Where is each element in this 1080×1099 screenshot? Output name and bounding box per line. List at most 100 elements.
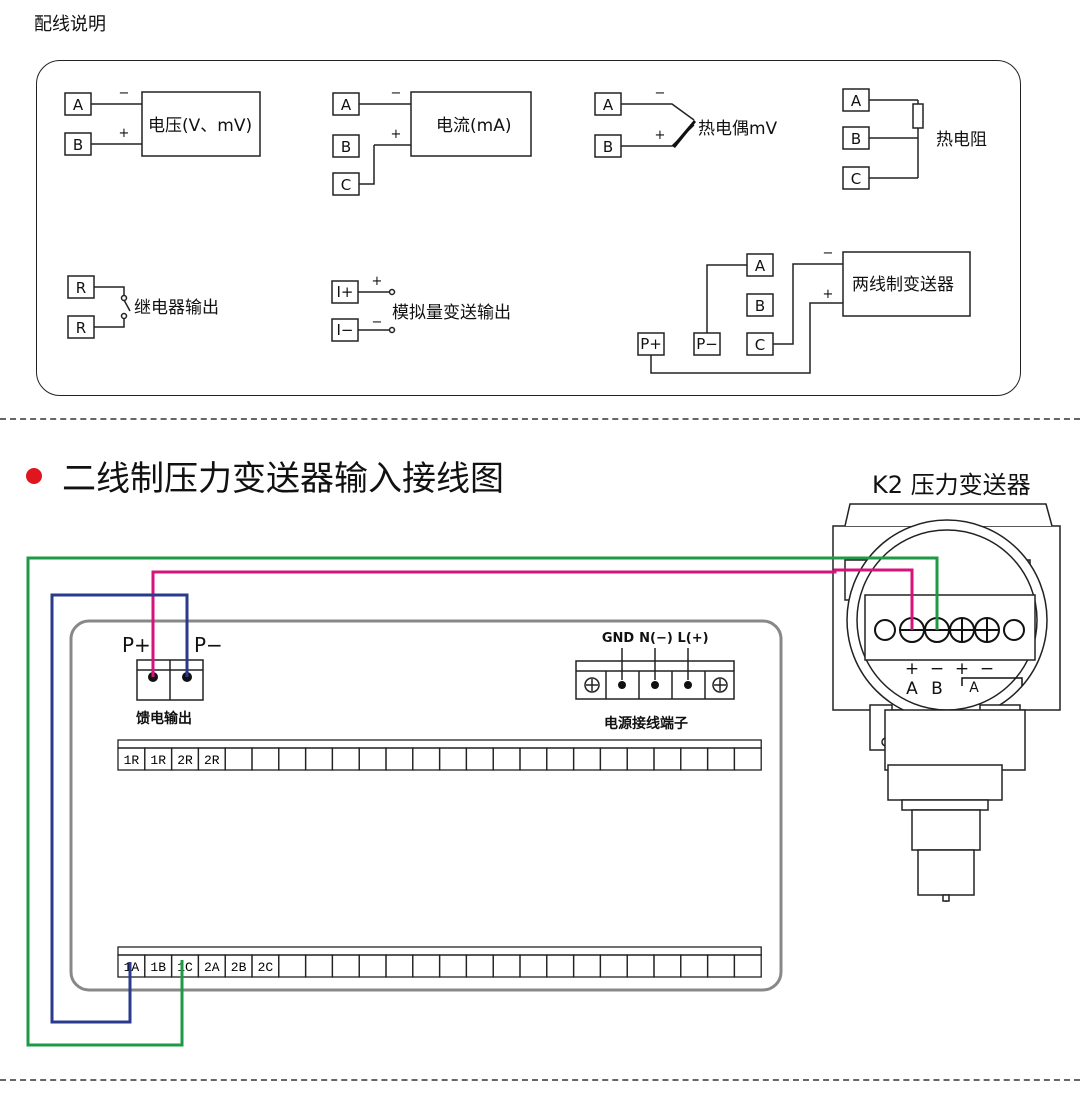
top-terminal-cell bbox=[546, 747, 575, 771]
legend-panel bbox=[36, 60, 1021, 396]
n-label: N(−) bbox=[639, 631, 673, 646]
tc-plus: + bbox=[655, 128, 666, 143]
top-terminal-cell bbox=[224, 747, 253, 771]
rtd-c-label: C bbox=[851, 170, 861, 188]
bottom-terminal-cell bbox=[733, 954, 762, 978]
power-caption: 电源接线端子 bbox=[604, 715, 688, 732]
tw-c-label: C bbox=[755, 336, 765, 354]
voltage-b-label: B bbox=[73, 136, 83, 154]
current-minus: − bbox=[391, 86, 402, 101]
top-terminal-label: 1R bbox=[124, 753, 140, 768]
voltage-label: 电压(V、mV) bbox=[148, 116, 252, 136]
top-terminal-cell bbox=[438, 747, 468, 771]
bottom-terminal-cell bbox=[626, 954, 655, 978]
wire-navy bbox=[50, 593, 189, 1024]
top-terminal-cell bbox=[278, 747, 307, 771]
bottom-terminal-label: 1C bbox=[177, 960, 193, 975]
voltage-meter-box bbox=[141, 91, 261, 157]
tx-label-a: A bbox=[906, 679, 918, 699]
top-terminal-cell bbox=[626, 747, 655, 771]
bottom-terminal-label: 2B bbox=[231, 960, 247, 975]
rtd-a-label: A bbox=[851, 92, 862, 110]
thermocouple-label: 热电偶mV bbox=[698, 119, 778, 139]
tx-sign-3: + bbox=[955, 659, 969, 679]
legend-diagrams: A B A B C A B A B C R R I+ I− A B C P− P… bbox=[64, 86, 987, 374]
device-title: K2 压力变送器 bbox=[872, 471, 1031, 499]
top-terminal-label: 2R bbox=[177, 753, 193, 768]
voltage-a-label: A bbox=[73, 96, 84, 114]
bottom-terminal-cell bbox=[572, 954, 602, 978]
current-plus: + bbox=[391, 127, 402, 142]
top-terminal-cell bbox=[358, 747, 387, 771]
bottom-terminal-cell bbox=[599, 954, 628, 978]
tx-label-b: B bbox=[931, 679, 943, 699]
wire-green bbox=[26, 556, 835, 1047]
top-terminal-label: 2R bbox=[204, 753, 220, 768]
top-terminal-strip: 1R 1R 2R 2R bbox=[117, 739, 762, 771]
analog-label: 模拟量变送输出 bbox=[392, 303, 511, 323]
bottom-terminal-label: 2C bbox=[258, 960, 274, 975]
gnd-label: GND bbox=[602, 631, 635, 646]
top-terminal-label: 1R bbox=[150, 753, 166, 768]
tx-sign-2: − bbox=[930, 659, 944, 679]
analog-minus: − bbox=[372, 315, 383, 330]
tw-pp-label: P+ bbox=[640, 335, 662, 353]
top-terminal-cell bbox=[331, 747, 360, 771]
top-terminal-cell bbox=[572, 747, 602, 771]
bottom-terminal-label: 1B bbox=[150, 960, 166, 975]
page-title: 配线说明 bbox=[34, 14, 106, 35]
relay-r2-label: R bbox=[76, 319, 86, 337]
bottom-terminal-cell bbox=[385, 954, 414, 978]
bottom-terminal-label: 2A bbox=[204, 960, 220, 975]
top-terminal-cell bbox=[465, 747, 494, 771]
top-terminal-cell bbox=[706, 747, 736, 771]
voltage-plus: + bbox=[119, 126, 130, 141]
separator-bottom bbox=[0, 1079, 1080, 1081]
top-terminal-cell bbox=[251, 747, 280, 771]
top-terminal-cell bbox=[599, 747, 628, 771]
bottom-terminal-cell bbox=[653, 954, 682, 978]
bullet-dot bbox=[26, 468, 42, 484]
analog-ip-label: I+ bbox=[337, 283, 354, 301]
tw-plus: + bbox=[823, 287, 834, 302]
tx-label-a2: A bbox=[969, 680, 979, 696]
bottom-terminal-cell bbox=[412, 954, 441, 978]
current-b-label: B bbox=[341, 138, 351, 156]
current-label: 电流(mA) bbox=[436, 116, 511, 136]
top-terminal-cell bbox=[733, 747, 762, 771]
rtd-b-label: B bbox=[851, 130, 861, 148]
wire-green-transmitter bbox=[835, 556, 939, 630]
rtd-resistor bbox=[912, 103, 924, 129]
l-label: L(+) bbox=[677, 631, 708, 646]
bottom-terminal-cell bbox=[519, 954, 548, 978]
bottom-terminal-cell bbox=[358, 954, 387, 978]
bottom-terminal-cell bbox=[304, 954, 334, 978]
tw-pm-label: P− bbox=[696, 335, 718, 353]
feed-label: 馈电输出 bbox=[136, 710, 192, 727]
tc-b-label: B bbox=[603, 138, 613, 156]
top-terminal-cell bbox=[653, 747, 682, 771]
meter-body bbox=[69, 619, 783, 992]
current-c-label: C bbox=[341, 176, 351, 194]
relay-r1-label: R bbox=[76, 279, 86, 297]
tx-sign-4: − bbox=[980, 659, 994, 679]
bottom-terminal-cell bbox=[706, 954, 736, 978]
pplus-label: P+ bbox=[122, 633, 151, 657]
top-terminal-cell bbox=[385, 747, 414, 771]
voltage-minus: − bbox=[119, 86, 130, 101]
tx-sign-1: + bbox=[905, 659, 919, 679]
section-title: 二线制压力变送器输入接线图 bbox=[62, 459, 504, 499]
tc-a-label: A bbox=[603, 96, 614, 114]
analog-im-label: I− bbox=[337, 321, 354, 339]
tw-minus: − bbox=[823, 246, 834, 261]
two-wire-box bbox=[842, 251, 971, 317]
bottom-terminal-cell bbox=[331, 954, 360, 978]
transmitter-body bbox=[832, 503, 1061, 902]
top-terminal-cell bbox=[492, 747, 521, 771]
two-wire-label: 两线制变送器 bbox=[852, 275, 954, 295]
tc-minus: − bbox=[655, 86, 666, 101]
relay-label: 继电器输出 bbox=[134, 298, 219, 318]
bottom-terminal-cell bbox=[465, 954, 494, 978]
